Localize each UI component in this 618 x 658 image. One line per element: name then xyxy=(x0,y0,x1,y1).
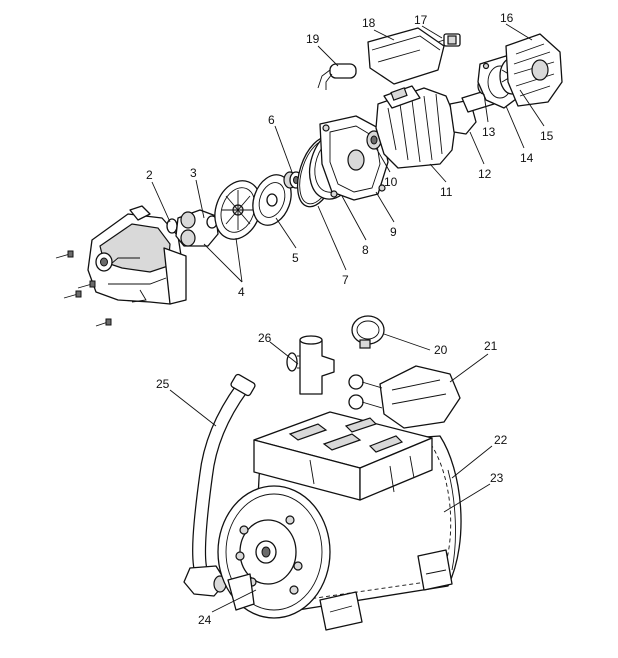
callout-12: 12 xyxy=(478,167,492,181)
callout-15: 15 xyxy=(540,129,554,143)
callout-14: 14 xyxy=(520,151,534,165)
callout-7: 7 xyxy=(342,273,349,287)
callout-18: 18 xyxy=(362,16,376,30)
callout-2: 2 xyxy=(146,168,153,182)
callout-8: 8 xyxy=(362,243,369,257)
pressure-gauge-20 xyxy=(351,315,385,349)
callout-4: 4 xyxy=(238,285,245,299)
tank-feet xyxy=(227,549,453,631)
callout-20: 20 xyxy=(434,343,448,357)
bolt xyxy=(55,250,74,259)
capacitor-19 xyxy=(317,63,357,90)
bolts-left xyxy=(55,250,112,327)
terminal-box-18 xyxy=(367,27,445,85)
callout-3: 3 xyxy=(190,166,197,180)
bolt xyxy=(77,280,96,289)
callout-numbers: 2 3 4 5 6 7 8 9 10 11 12 13 14 15 16 17 … xyxy=(146,11,554,627)
o-ring-2 xyxy=(166,218,178,234)
cable-gland-17 xyxy=(437,33,461,47)
callout-5: 5 xyxy=(292,251,299,265)
callout-17: 17 xyxy=(414,13,428,27)
ejector-3 xyxy=(175,209,219,247)
callout-13: 13 xyxy=(482,125,496,139)
impeller-5 xyxy=(252,174,292,226)
callout-6: 6 xyxy=(268,113,275,127)
callout-11: 11 xyxy=(440,185,453,199)
callout-19: 19 xyxy=(306,32,320,46)
callout-23: 23 xyxy=(490,471,504,485)
pressure-switch-21 xyxy=(348,365,461,429)
callout-9: 9 xyxy=(390,225,397,239)
callout-26: 26 xyxy=(258,331,272,345)
pump-bracket xyxy=(253,411,433,501)
diffuser-plate-4 xyxy=(214,180,262,240)
flexible-hose-25 xyxy=(183,373,256,597)
callout-21: 21 xyxy=(484,339,498,353)
callout-25: 25 xyxy=(156,377,170,391)
leader-lines xyxy=(151,23,545,613)
callout-22: 22 xyxy=(494,433,508,447)
bearing-10 xyxy=(366,130,382,150)
callout-16: 16 xyxy=(500,11,514,25)
callout-24: 24 xyxy=(198,613,212,627)
fan-cover-16 xyxy=(505,33,563,107)
callout-10: 10 xyxy=(384,175,398,189)
bolt xyxy=(95,318,112,327)
bolt xyxy=(63,290,82,299)
motor-11 xyxy=(375,85,477,169)
pump-body xyxy=(87,205,187,305)
five-way-connector-26 xyxy=(286,335,335,395)
